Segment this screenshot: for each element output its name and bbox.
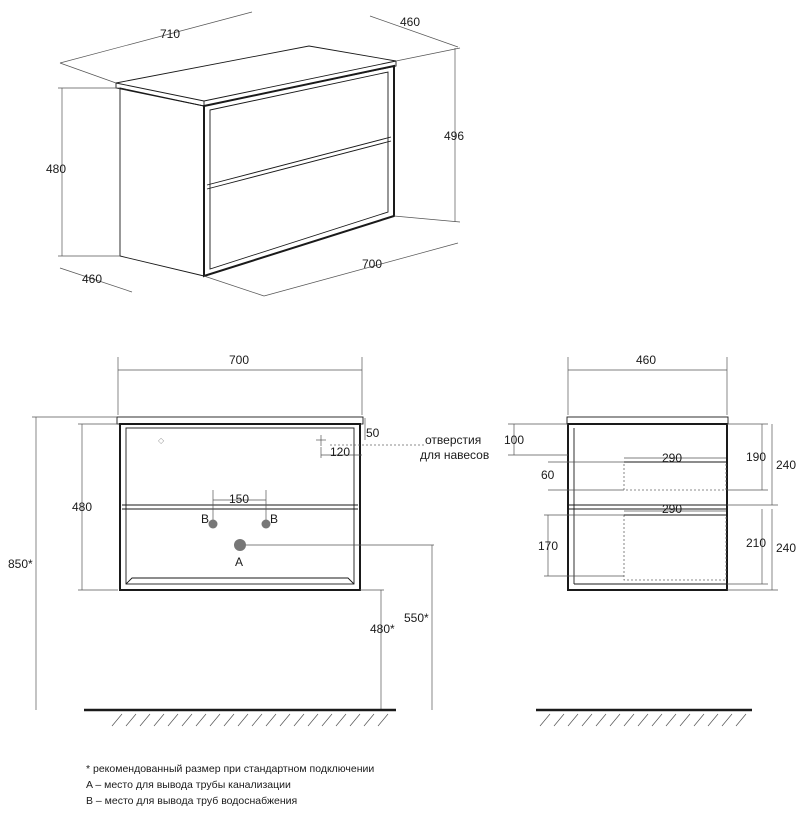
floor-hatch-line [707, 713, 719, 727]
floor-to-body-label: 480* [370, 622, 395, 636]
svg-text:◇: ◇ [158, 436, 165, 445]
floor-hatch-line [637, 713, 649, 727]
upper-drawer-height-label: 240 [776, 458, 796, 472]
hole-offset-top-label: 50 [366, 426, 380, 440]
total-height-label: 850* [8, 557, 33, 571]
floor-to-outlet-label: 550* [404, 611, 429, 625]
side-view: 460 100 290 60 290 170 [504, 353, 796, 727]
b-label-left: B [201, 512, 209, 526]
floor-hatch-line [721, 713, 733, 727]
holes-label-line2: для навесов [420, 448, 489, 462]
side-cabinet-body [567, 423, 728, 591]
water-outlet-left [208, 519, 218, 529]
front-view: 700 ◇ 50 120 отверстия для навесов 480 [8, 353, 489, 727]
b-label-right: B [270, 512, 278, 526]
b-spacing-label: 150 [229, 492, 249, 506]
iso-depth-bottom-label: 460 [82, 272, 102, 286]
floor-hatch-line [223, 713, 235, 727]
upper-inner-height-label: 190 [746, 450, 766, 464]
side-countertop [566, 416, 729, 425]
floor-hatch-line [581, 713, 593, 727]
front-body-height-label: 480 [72, 500, 92, 514]
floor-hatch-line [335, 713, 347, 727]
floor-hatch-line [111, 713, 123, 727]
side-depth-label: 460 [636, 353, 656, 367]
floor-hatch-line [363, 713, 375, 727]
floor-hatch-line [735, 713, 747, 727]
floor-hatch-line [321, 713, 333, 727]
upper-shelf-width-label: 290 [662, 451, 682, 465]
upper-gap-label: 60 [541, 468, 555, 482]
holes-label-line1: отверстия [425, 433, 481, 447]
water-outlet-right [261, 519, 271, 529]
floor-hatch-line [125, 713, 137, 727]
front-cabinet-body [119, 423, 361, 591]
floor-hatch-line [553, 713, 565, 727]
iso-depth-top-label: 460 [400, 15, 420, 29]
lower-drawer-box [623, 514, 727, 581]
floor-hatch-line [279, 713, 291, 727]
iso-width-bottom-label: 700 [362, 257, 382, 271]
floor-hatch-line [293, 713, 305, 727]
lower-drawer-height-label: 240 [776, 541, 796, 555]
floor-hatch-line [595, 713, 607, 727]
iso-cabinet-front [203, 64, 395, 278]
floor-hatch-line [377, 713, 389, 727]
upper-drawer-box [623, 461, 727, 491]
floor-hatch-line [153, 713, 165, 727]
floor-hatch-line [693, 713, 705, 727]
iso-cabinet-side [119, 87, 205, 277]
floor-hatch-line [181, 713, 193, 727]
front-countertop [116, 416, 364, 425]
floor-hatch-line [651, 713, 663, 727]
isometric-view: 710 460 496 480 460 700 [46, 11, 464, 297]
floor-hatch-line [307, 713, 319, 727]
floor-hatch-line [139, 713, 151, 727]
floor-hatch-line [609, 713, 621, 727]
floor-hatch-line [265, 713, 277, 727]
note-b: B – место для вывода труб водоснабжения [86, 795, 298, 807]
iso-height-right-label: 496 [444, 129, 464, 143]
floor-hatch-line [679, 713, 691, 727]
lower-shelf-width-label: 290 [662, 502, 682, 516]
iso-width-top-label: 710 [160, 27, 180, 41]
floor-hatch-line [665, 713, 677, 727]
lower-gap-label: 170 [538, 539, 558, 553]
floor-hatch-line [195, 713, 207, 727]
front-width-label: 700 [229, 353, 249, 367]
a-label: A [235, 555, 243, 569]
floor-hatch-line [167, 713, 179, 727]
side-hole-height-label: 100 [504, 433, 524, 447]
floor-hatch-line [539, 713, 551, 727]
floor-hatch-line [567, 713, 579, 727]
floor-hatch-line [251, 713, 263, 727]
note-asterisk: * рекомендованный размер при стандартном… [86, 763, 375, 775]
lower-inner-height-label: 210 [746, 536, 766, 550]
floor-hatch-line [209, 713, 221, 727]
hole-offset-side-label: 120 [330, 445, 350, 459]
notes: * рекомендованный размер при стандартном… [86, 761, 374, 809]
iso-height-left-label: 480 [46, 162, 66, 176]
floor-hatch-line [623, 713, 635, 727]
note-a: A – место для вывода трубы канализации [86, 779, 291, 791]
drain-outlet [234, 539, 246, 551]
floor-hatch-line [237, 713, 249, 727]
floor-hatch-line [349, 713, 361, 727]
